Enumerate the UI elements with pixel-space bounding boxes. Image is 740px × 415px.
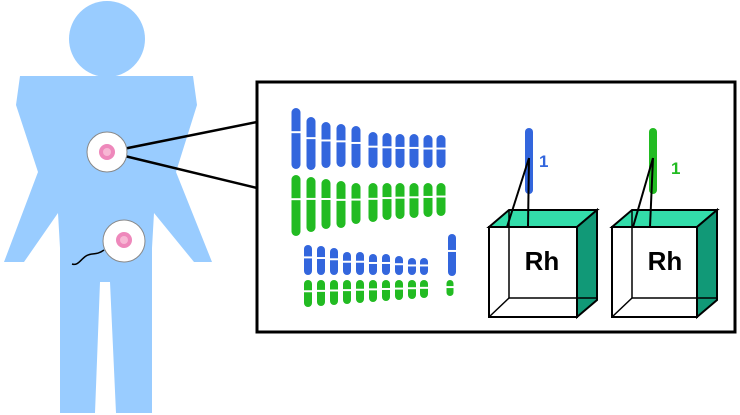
sperm-cell-icon bbox=[71, 219, 146, 266]
chromosome-label-maternal: 1 bbox=[539, 152, 548, 171]
centromere-row1-green-2 bbox=[320, 198, 332, 200]
centromere-row1-blue-9 bbox=[422, 147, 434, 150]
centromere-row2-blue-7 bbox=[394, 263, 404, 266]
rh-label-paternal: Rh bbox=[648, 246, 683, 276]
centromere-row2-blue-1 bbox=[316, 257, 326, 260]
centromere-row1-green-7 bbox=[394, 196, 406, 199]
chromosome-row1-green-10 bbox=[436, 183, 446, 216]
centromere-row2-green-0 bbox=[303, 290, 313, 293]
chromosome-row1-blue-9 bbox=[423, 135, 433, 168]
chromosome-label-paternal: 1 bbox=[671, 159, 680, 178]
centromere-row2-blue-0 bbox=[303, 256, 313, 259]
centromere-row1-blue-3 bbox=[335, 140, 347, 143]
human-silhouette-icon bbox=[4, 1, 212, 413]
chromosome-row2-blue-2 bbox=[330, 248, 338, 275]
chromosome-row2-blue-5 bbox=[369, 254, 377, 275]
centromere-sex-blue-0 bbox=[447, 249, 457, 252]
centromere-row2-green-9 bbox=[419, 286, 429, 289]
chromosome-row2-green-1 bbox=[317, 280, 325, 306]
chromosome-row2-green-8 bbox=[408, 280, 416, 299]
chromosome-row2-green-6 bbox=[382, 280, 390, 301]
centromere-row1-green-5 bbox=[367, 197, 379, 200]
centromere-row1-blue-0 bbox=[290, 131, 302, 134]
chromosome-row2-blue-0 bbox=[304, 245, 312, 275]
chromosome-row2-blue-4 bbox=[356, 252, 364, 275]
chromosome-row1-blue-1 bbox=[306, 117, 316, 170]
centromere-row1-blue-8 bbox=[408, 146, 420, 149]
centromere-row2-blue-9 bbox=[419, 264, 429, 267]
centromere-row1-blue-5 bbox=[367, 145, 379, 148]
centromere-row1-blue-2 bbox=[320, 139, 332, 142]
karyotype bbox=[290, 108, 457, 307]
chromosome-row2-green-4 bbox=[356, 280, 364, 303]
zoom-lines bbox=[107, 120, 258, 190]
chromosome-row2-blue-7 bbox=[395, 256, 403, 275]
chromosome-row2-blue-9 bbox=[420, 258, 428, 275]
chromosome-row1-blue-7 bbox=[395, 134, 405, 168]
centromere-row1-green-4 bbox=[350, 198, 362, 201]
centromere-row2-blue-3 bbox=[342, 260, 352, 263]
chromosome-row2-green-7 bbox=[395, 280, 403, 300]
chromosome-row2-green-0 bbox=[304, 280, 312, 307]
centromere-row1-green-8 bbox=[408, 196, 420, 199]
gene-box-maternal: 1 Rh bbox=[486, 128, 600, 320]
centromere-row1-green-1 bbox=[305, 197, 317, 200]
centromere-row2-green-3 bbox=[342, 289, 352, 292]
centromere-row2-blue-5 bbox=[368, 261, 378, 264]
chromosome-row1-blue-5 bbox=[368, 132, 378, 168]
gene-box-paternal: 1 Rh bbox=[609, 128, 720, 320]
chromosome-row2-green-3 bbox=[343, 280, 351, 304]
centromere-row1-blue-4 bbox=[350, 141, 362, 144]
chromosome-row1-green-5 bbox=[368, 183, 378, 222]
chromosome-row1-blue-0 bbox=[291, 108, 301, 169]
chromosome-row1-green-7 bbox=[395, 183, 405, 219]
centromere-sex-green-0 bbox=[445, 286, 455, 289]
chromosome-row1-green-0 bbox=[291, 175, 301, 236]
chromosome-row1-green-2 bbox=[321, 179, 331, 229]
centromere-row2-green-5 bbox=[368, 288, 378, 291]
chromosome-row2-green-9 bbox=[420, 280, 428, 298]
chromosome-row2-green-5 bbox=[369, 280, 377, 302]
centromere-row1-green-3 bbox=[335, 198, 347, 201]
centromere-row1-green-10 bbox=[435, 195, 447, 198]
centromere-row1-green-0 bbox=[290, 198, 302, 201]
chromosome-sex-blue-0 bbox=[448, 234, 456, 276]
centromere-row1-blue-1 bbox=[305, 137, 317, 140]
centromere-row2-green-1 bbox=[316, 289, 326, 292]
rh-label-maternal: Rh bbox=[525, 246, 560, 276]
chromosome-row1-green-8 bbox=[409, 183, 419, 218]
chromosome-row1-blue-3 bbox=[336, 124, 346, 167]
chromosome-row2-blue-8 bbox=[408, 258, 416, 275]
chromosome-row2-blue-1 bbox=[317, 246, 325, 275]
centromere-row2-green-4 bbox=[355, 288, 365, 291]
centromere-row2-green-7 bbox=[394, 287, 404, 290]
centromere-row2-green-8 bbox=[407, 287, 417, 290]
chromosome-row1-blue-8 bbox=[409, 134, 419, 168]
chromosome-row2-blue-6 bbox=[382, 254, 390, 275]
chromosome-row2-blue-3 bbox=[343, 252, 351, 275]
centromere-row1-blue-7 bbox=[394, 146, 406, 149]
centromere-row2-blue-8 bbox=[407, 264, 417, 267]
chromosome-row2-green-2 bbox=[330, 280, 338, 305]
body-cell-icon bbox=[86, 131, 128, 173]
centromere-row1-blue-10 bbox=[435, 147, 447, 150]
centromere-row2-blue-2 bbox=[329, 258, 339, 261]
centromere-row1-green-6 bbox=[381, 197, 393, 200]
chromosome-row1-green-9 bbox=[423, 183, 433, 217]
chromosome-row1-blue-2 bbox=[321, 122, 331, 168]
chromosome-row1-blue-6 bbox=[382, 133, 392, 168]
centromere-row2-blue-6 bbox=[381, 261, 391, 264]
centromere-row1-green-9 bbox=[422, 195, 434, 198]
centromere-row2-green-6 bbox=[381, 287, 391, 290]
chromosome-row1-green-3 bbox=[336, 181, 346, 228]
centromere-row2-green-2 bbox=[329, 289, 339, 292]
chromosome-row1-green-4 bbox=[351, 183, 361, 224]
chromosome-row1-blue-10 bbox=[436, 135, 446, 168]
chromosome-row1-green-1 bbox=[306, 177, 316, 232]
centromere-row2-blue-4 bbox=[355, 260, 365, 263]
chromosome-row1-blue-4 bbox=[351, 126, 361, 168]
chromosome-row1-green-6 bbox=[382, 183, 392, 220]
centromere-row1-blue-6 bbox=[381, 146, 393, 149]
